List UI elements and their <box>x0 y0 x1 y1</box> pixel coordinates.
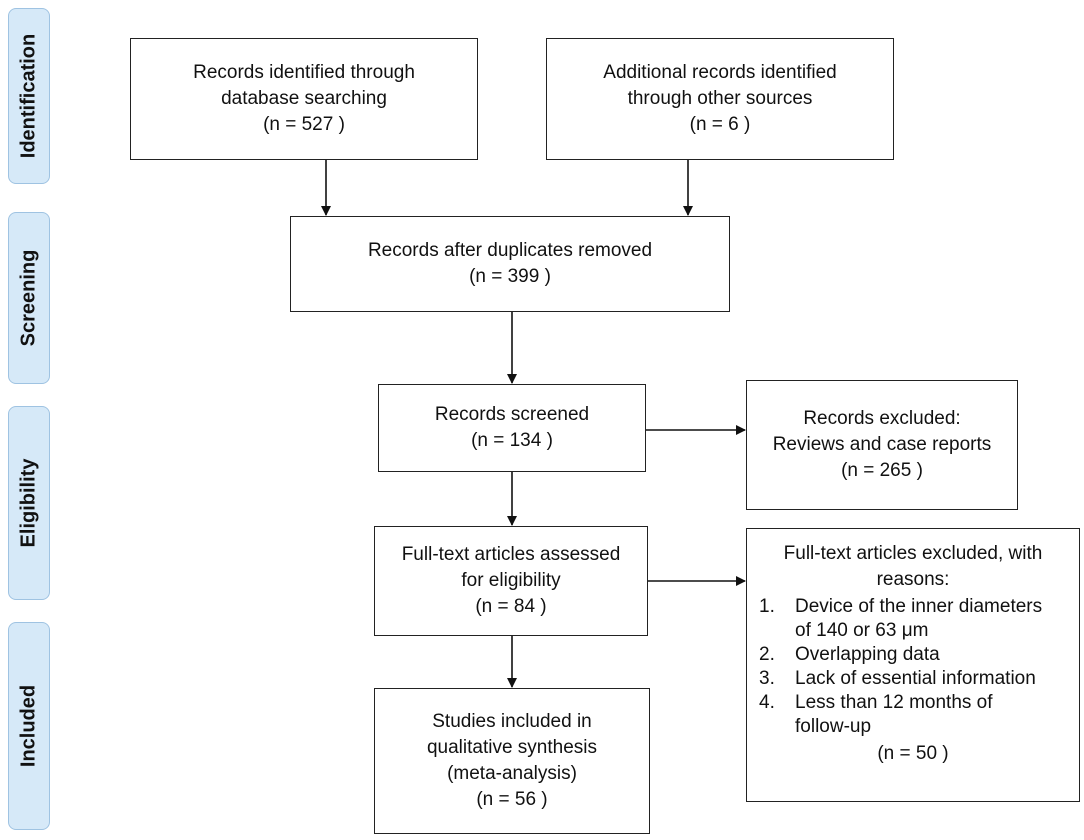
list-item: 4. Less than 12 months of follow-up <box>759 691 1079 739</box>
box-text-line: (meta-analysis) <box>447 763 577 784</box>
box-text-line: Records screened <box>434 404 590 425</box>
box-text-line: for eligibility <box>461 570 561 591</box>
box-duplicates-removed: Records after duplicates removed (n = 39… <box>290 216 730 312</box>
phase-eligibility: Eligibility <box>8 406 50 600</box>
list-item-text: Lack of essential information <box>795 667 1079 691</box>
phase-screening: Screening <box>8 212 50 384</box>
list-item-number: 3. <box>759 668 775 689</box>
phase-identification: Identification <box>8 8 50 184</box>
box-database-records: Records identified through database sear… <box>130 38 478 160</box>
list-item-text-line: Lack of essential information <box>795 668 1036 689</box>
box-count: (n = 399 ) <box>469 266 551 287</box>
box-count: (n = 56 ) <box>476 789 548 810</box>
exclusion-reasons-list: 1. Device of the inner diameters of 140 … <box>747 595 1079 739</box>
box-text-line: Additional records identified <box>603 62 837 83</box>
list-item-number: 4. <box>759 692 775 713</box>
list-item-text-line: Device of the inner diameters <box>795 596 1043 617</box>
list-item-number: 1. <box>759 596 775 617</box>
box-text-line: through other sources <box>627 88 813 109</box>
box-text-line: Records identified through <box>193 62 415 83</box>
list-item: 2. Overlapping data <box>759 643 1079 667</box>
box-count: (n = 527 ) <box>263 114 345 135</box>
list-item: 3. Lack of essential information <box>759 667 1079 691</box>
phase-included: Included <box>8 622 50 830</box>
box-count: (n = 50 ) <box>877 743 949 764</box>
box-records-excluded: Records excluded: Reviews and case repor… <box>746 380 1018 510</box>
box-fulltext-assessed: Full-text articles assessed for eligibil… <box>374 526 648 636</box>
list-item-number: 2. <box>759 644 775 665</box>
box-text-line: reasons: <box>876 569 950 590</box>
list-item-text-line: Overlapping data <box>795 644 940 665</box>
list-item-text-line: of 140 or 63 μm <box>795 620 929 641</box>
list-item-text-line: Less than 12 months of <box>795 692 993 713</box>
box-text-line: Studies included in <box>432 711 592 732</box>
box-count: (n = 6 ) <box>689 114 751 135</box>
box-records-screened: Records screened (n = 134 ) <box>378 384 646 472</box>
box-fulltext-excluded: Full-text articles excluded, with reason… <box>746 528 1080 802</box>
list-item-text: Overlapping data <box>795 643 1079 667</box>
box-count: (n = 265 ) <box>841 460 923 481</box>
box-text-line: qualitative synthesis <box>426 737 598 758</box>
list-item: 1. Device of the inner diameters of 140 … <box>759 595 1079 643</box>
box-count: (n = 134 ) <box>471 430 553 451</box>
list-item-text: Device of the inner diameters of 140 or … <box>795 595 1079 643</box>
box-other-sources: Additional records identified through ot… <box>546 38 894 160</box>
box-count: (n = 84 ) <box>475 596 547 617</box>
box-text-line: Reviews and case reports <box>772 434 992 455</box>
list-item-text-line: follow-up <box>795 716 872 737</box>
box-text-line: Records excluded: <box>803 408 961 429</box>
box-text-line: Full-text articles assessed <box>401 544 621 565</box>
box-studies-included: Studies included in qualitative synthesi… <box>374 688 650 834</box>
box-text-line: database searching <box>221 88 387 109</box>
box-text-line: Records after duplicates removed <box>367 240 653 261</box>
box-text-line: Full-text articles excluded, with <box>783 543 1043 564</box>
list-item-text: Less than 12 months of follow-up <box>795 691 1079 739</box>
